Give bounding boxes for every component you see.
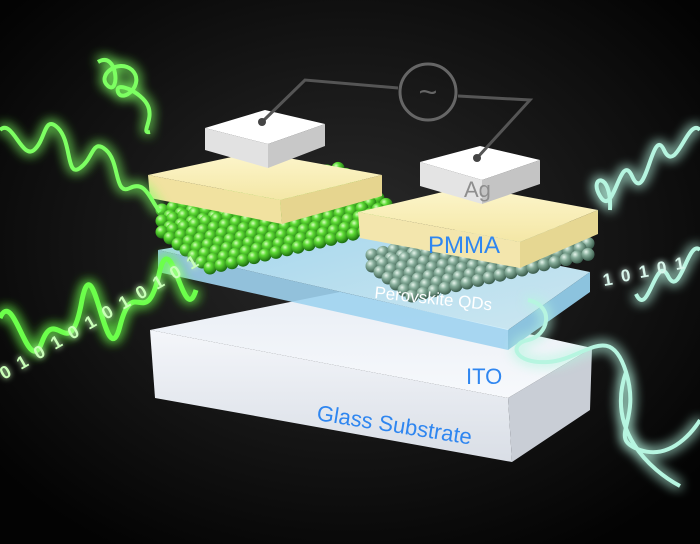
- ag-right-side: [482, 160, 540, 204]
- quantum-dot: [302, 238, 316, 252]
- quantum-dot: [526, 260, 540, 274]
- quantum-dot: [449, 279, 463, 293]
- label-ag: Ag: [464, 177, 491, 202]
- ito-side: [508, 272, 590, 350]
- wave-left-top: [96, 58, 152, 135]
- glass-substrate-front: [150, 330, 512, 462]
- quantum-dot: [548, 255, 562, 269]
- quantum-dot: [236, 253, 250, 267]
- quantum-dot: [504, 266, 518, 280]
- binary-digit: 1: [601, 270, 614, 290]
- light-waves-right: [514, 125, 700, 488]
- quantum-dot: [493, 268, 507, 282]
- wave-left-bottom: [0, 256, 199, 354]
- quantum-dot: [269, 245, 283, 259]
- quantum-dot: [214, 258, 228, 272]
- quantum-dot: [324, 232, 338, 246]
- circuit-wire: [260, 78, 399, 124]
- ag-right-top: [420, 146, 540, 180]
- glass-substrate-layer: [150, 292, 592, 462]
- pmma-left-side: [280, 175, 382, 224]
- quantum-dot: [427, 284, 441, 298]
- pmma-left-front: [148, 175, 282, 224]
- quantum-dot: [225, 256, 239, 270]
- quantum-dot: [203, 261, 217, 275]
- quantum-dot: [438, 281, 452, 295]
- quantum-dot: [258, 248, 272, 262]
- quantum-dot: [471, 273, 485, 287]
- ac-source-icon: [398, 62, 458, 122]
- contact-dot-right: [473, 154, 481, 162]
- quantum-dot: [570, 250, 584, 264]
- pmma-right-side: [520, 210, 598, 268]
- ag-left-top: [205, 110, 325, 144]
- quantum-dot: [537, 258, 551, 272]
- quantum-dot: [335, 230, 349, 244]
- quantum-dot: [247, 251, 261, 265]
- pmma-slab-right: [358, 186, 598, 268]
- circuit: ~: [258, 62, 534, 162]
- light-waves-left: [0, 58, 199, 354]
- wave-left-middle: [0, 122, 162, 214]
- quantum-dot: [291, 240, 305, 254]
- quantum-dot: [559, 253, 573, 267]
- label-pmma: PMMA: [428, 232, 500, 259]
- label-ito: ITO: [466, 364, 502, 389]
- glass-substrate-top: [150, 292, 592, 398]
- quantum-dot: [460, 276, 474, 290]
- quantum-dot: [280, 243, 294, 257]
- contact-dot-left: [258, 118, 266, 126]
- binary-digit: 0: [619, 266, 632, 286]
- wave-right-middle: [634, 246, 700, 303]
- ag-right-front: [420, 162, 482, 204]
- ag-left-side: [268, 124, 325, 168]
- quantum-dot: [405, 289, 419, 303]
- binary-digit: 1: [673, 254, 686, 274]
- quantum-dot: [313, 235, 327, 249]
- wave-right-bottom: [514, 298, 700, 488]
- pmma-slab-left: [148, 152, 382, 224]
- ac-source-symbol: ~: [419, 74, 438, 110]
- binary-digit: 0: [655, 258, 668, 278]
- quantum-dot: [346, 227, 360, 241]
- binary-digit: 1: [637, 262, 650, 282]
- quantum-dot: [416, 286, 430, 300]
- quantum-dot: [482, 271, 496, 285]
- ag-electrode-right: [420, 146, 540, 204]
- glass-substrate-side: [508, 348, 592, 462]
- ito-front: [158, 250, 508, 350]
- ag-left-front: [205, 128, 268, 168]
- pmma-left-top: [148, 152, 382, 200]
- wave-right-top: [594, 125, 700, 211]
- ag-electrode-left: [205, 110, 325, 168]
- pmma-right-top: [358, 186, 598, 242]
- pmma-right-front: [358, 212, 520, 268]
- circuit-wire-right: [457, 94, 534, 160]
- quantum-dot: [581, 247, 595, 261]
